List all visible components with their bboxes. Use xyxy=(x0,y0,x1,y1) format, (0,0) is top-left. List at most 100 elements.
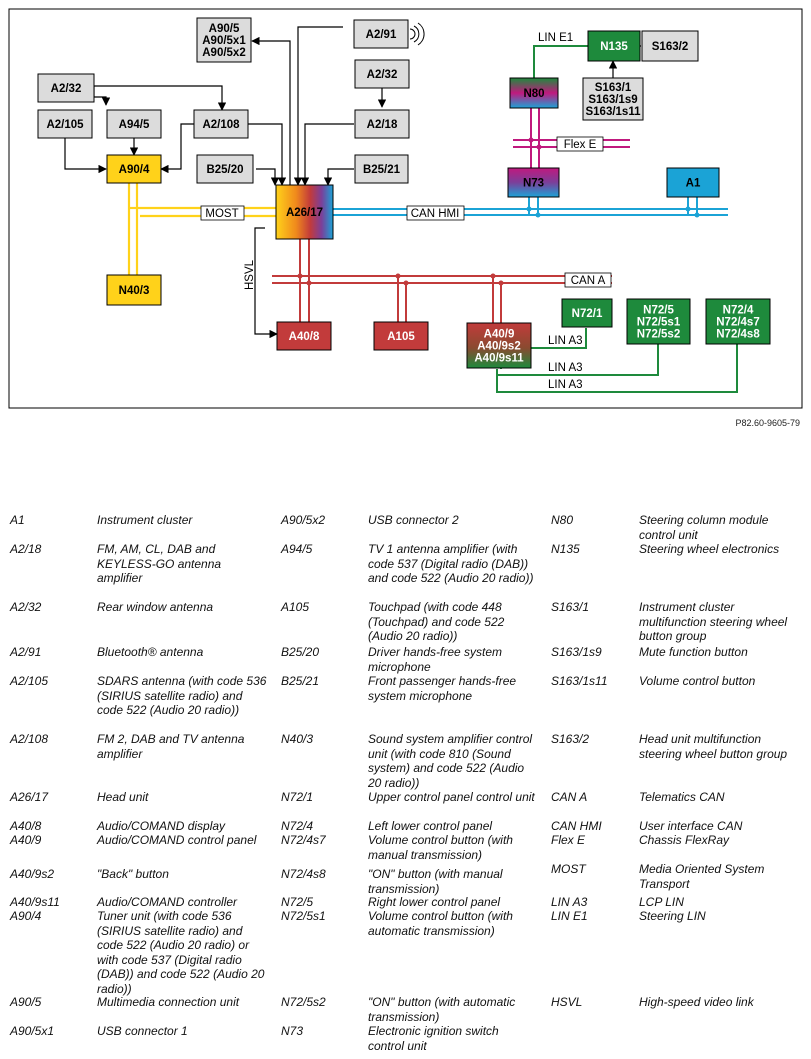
node-label: N72/1 xyxy=(572,308,603,320)
node-label: N72/5s1 xyxy=(637,317,681,329)
legend-code: N73 xyxy=(281,1024,304,1038)
legend-description: Touchpad (with code 448 (Touchpad) and c… xyxy=(368,600,505,643)
node-box xyxy=(582,77,644,121)
node-a40-8: A40/8 xyxy=(276,321,332,351)
legend-description: Head unit xyxy=(97,790,149,804)
bluetooth-waves-icon xyxy=(409,22,425,46)
node-label: A2/105 xyxy=(46,119,84,131)
legend-code: A40/9s2 xyxy=(10,867,55,881)
node-box xyxy=(196,17,252,63)
node-n80: N80 xyxy=(509,77,559,109)
label-lin-e1: LIN E1 xyxy=(538,32,573,44)
legend-code: N72/1 xyxy=(281,790,314,804)
legend-code: N72/5s1 xyxy=(281,909,326,923)
legend-description: Volume control button (with manual trans… xyxy=(368,833,513,862)
legend-description: Volume control button (with automatic tr… xyxy=(368,909,513,938)
legend-code: S163/2 xyxy=(551,732,590,746)
legend-code: A90/5x2 xyxy=(281,513,326,527)
legend-description: Instrument cluster xyxy=(97,513,193,527)
legend-description: Front passenger hands-free system microp… xyxy=(368,674,517,703)
node-box xyxy=(354,154,409,184)
legend-description: FM 2, DAB and TV antenna amplifier xyxy=(97,732,245,761)
legend-code: A1 xyxy=(10,513,25,527)
legend-code: LIN A3 xyxy=(551,895,588,909)
legend-description: Head unit multifunction steering wheel b… xyxy=(639,732,788,761)
node-label: B25/20 xyxy=(206,164,243,176)
node-box xyxy=(373,321,429,351)
legend-code: LIN E1 xyxy=(551,909,588,923)
legend-code: N72/4s7 xyxy=(281,833,326,847)
node-label: B25/21 xyxy=(363,164,401,176)
node-n73: N73 xyxy=(507,167,560,198)
legend-description: Multimedia connection unit xyxy=(97,995,240,1009)
node-label: A40/9 xyxy=(484,329,515,341)
legend-description: Audio/COMAND control panel xyxy=(97,833,257,847)
legend-code: N72/5s2 xyxy=(281,995,326,1009)
legend-description: Electronic ignition switch control unit xyxy=(368,1024,499,1053)
node-label: A90/5x2 xyxy=(202,47,245,59)
legend-code: HSVL xyxy=(551,995,583,1009)
node-box xyxy=(641,30,699,62)
node-label: A90/5 xyxy=(209,23,240,35)
label-can-a: CAN A xyxy=(571,275,606,287)
node-label: S163/2 xyxy=(652,41,688,53)
legend-code: S163/1s11 xyxy=(551,674,608,688)
node-a2-105: A2/105 xyxy=(37,109,93,139)
node-label: N73 xyxy=(523,178,544,190)
legend-description: Left lower control panel xyxy=(368,819,493,833)
legend-code: A2/91 xyxy=(10,645,42,659)
legend-code: A90/4 xyxy=(10,909,42,923)
node-box xyxy=(626,298,691,345)
label-lin-a3-2: LIN A3 xyxy=(548,362,583,374)
node-box xyxy=(509,77,559,109)
node-a26-17: A26/17 xyxy=(275,184,334,240)
node-label: A105 xyxy=(387,331,415,343)
legend-code: CAN HMI xyxy=(551,819,602,833)
legend-description: TV 1 antenna amplifier (with code 537 (D… xyxy=(368,542,534,585)
label-flex-e: Flex E xyxy=(564,139,597,151)
node-label: S163/1s11 xyxy=(585,106,641,118)
node-box xyxy=(353,19,409,49)
node-box xyxy=(106,109,162,139)
node-box xyxy=(507,167,560,198)
legend-description: Right lower control panel xyxy=(368,895,501,909)
legend-code: A94/5 xyxy=(281,542,313,556)
node-label: N72/4s8 xyxy=(716,329,760,341)
node-box xyxy=(106,154,162,184)
can-a-bus xyxy=(272,239,612,323)
legend-code: A90/5 xyxy=(10,995,42,1009)
legend-description: Driver hands-free system microphone xyxy=(368,645,503,674)
node-label: A2/32 xyxy=(51,83,82,95)
legend-description: User interface CAN xyxy=(639,819,743,833)
node-a2-108: A2/108 xyxy=(193,109,249,139)
legend-code: S163/1 xyxy=(551,600,590,614)
node-box xyxy=(666,167,720,198)
legend-description: Chassis FlexRay xyxy=(639,833,730,847)
legend-description: "ON" button (with manual transmission) xyxy=(368,867,503,896)
legend-description: Steering wheel electronics xyxy=(639,542,780,556)
legend-code: N40/3 xyxy=(281,732,314,746)
node-a2-32a: A2/32 xyxy=(37,73,95,103)
node-n40-3: N40/3 xyxy=(106,274,162,306)
node-label: S163/1 xyxy=(595,82,632,94)
node-box xyxy=(193,109,249,139)
node-label: S163/1s9 xyxy=(588,94,637,106)
node-box xyxy=(276,321,332,351)
node-label: A40/8 xyxy=(289,331,320,343)
node-b25-21: B25/21 xyxy=(354,154,409,184)
legend-description: Steering LIN xyxy=(639,909,706,923)
label-lin-a3-3: LIN A3 xyxy=(548,379,583,391)
node-label: N72/4 xyxy=(723,305,754,317)
legend-description: Rear window antenna xyxy=(97,600,214,614)
node-label: A90/5x1 xyxy=(202,35,246,47)
legend-description: Bluetooth® antenna xyxy=(97,645,204,659)
legend-description: Audio/COMAND display xyxy=(97,819,226,833)
node-label: N72/5s2 xyxy=(637,329,680,341)
legend-code: A2/18 xyxy=(10,542,42,556)
node-a1: A1 xyxy=(666,167,720,198)
legend-code: N72/5 xyxy=(281,895,314,909)
label-hsvl: HSVL xyxy=(244,259,256,290)
